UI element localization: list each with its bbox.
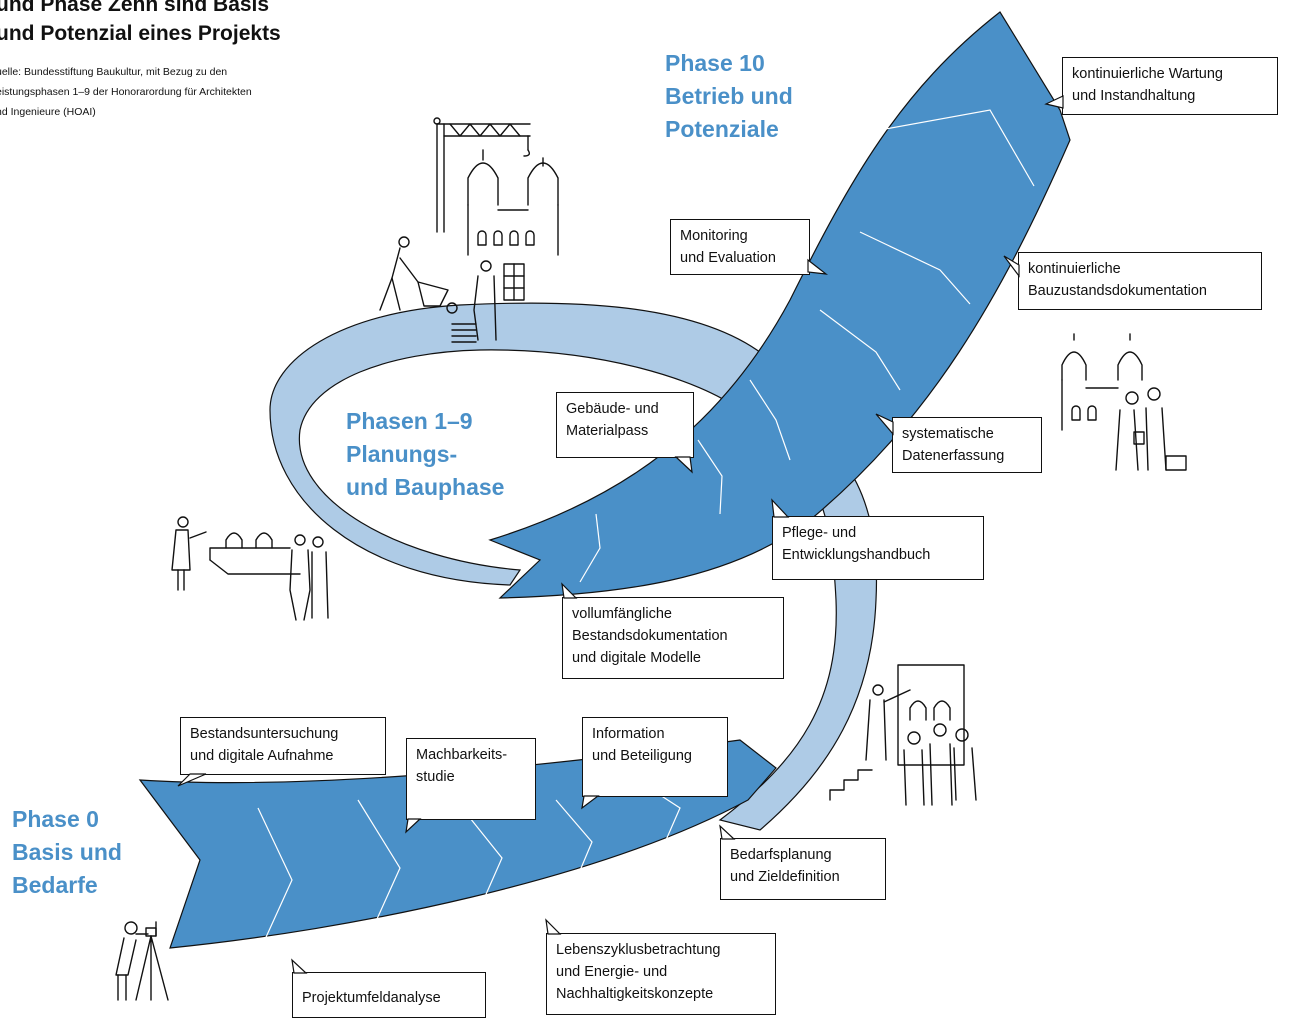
meeting-icon xyxy=(829,664,977,806)
box-wartung: kontinuierliche Wartung und Instandhaltu… xyxy=(1062,57,1278,115)
box-line: und Energie- und xyxy=(556,964,668,980)
tail-bedarf xyxy=(719,824,736,840)
bubble-tails xyxy=(177,95,1064,974)
phase1-9-line: und Bauphase xyxy=(346,474,505,500)
box-information: Information und Beteiligung xyxy=(582,717,728,797)
title-line: und Potenzial eines Projekts xyxy=(0,22,281,45)
chevrons-phase10 xyxy=(579,109,1035,583)
box-line: und digitale Modelle xyxy=(572,650,701,666)
box-line: Datenerfassung xyxy=(902,448,1005,464)
source-line: uelle: Bundesstiftung Baukultur, mit Bez… xyxy=(0,66,228,78)
box-line: Machbarkeits- xyxy=(416,747,508,763)
box-datenerfassung: systematische Datenerfassung xyxy=(892,417,1042,473)
tail-wartung xyxy=(1044,95,1064,109)
box-line: Nachhaltigkeitskonzepte xyxy=(556,986,714,1002)
tail-pflege xyxy=(771,498,790,518)
phase0-line: Bedarfe xyxy=(12,872,98,898)
box-bauzustand: kontinuierliche Bauzustandsdokumentation xyxy=(1018,252,1262,310)
phase10-line: Phase 10 xyxy=(665,50,765,76)
surveyor-icon xyxy=(115,921,169,1001)
tail-machbar xyxy=(405,818,422,834)
box-lebenszyklus: Lebenszyklusbetrachtung und Energie- und… xyxy=(546,933,776,1015)
box-line: und Zieldefinition xyxy=(730,869,840,885)
box-line: Gebäude- und xyxy=(566,401,659,417)
box-line: und Beteiligung xyxy=(592,748,692,764)
phase0-line: Phase 0 xyxy=(12,806,99,832)
box-line: vollumfängliche xyxy=(572,606,672,622)
box-projektumfeldanalyse: Projektumfeldanalyse xyxy=(292,972,486,1018)
box-line: Bestandsuntersuchung xyxy=(190,726,339,742)
phase0-label: Phase 0 Basis und Bedarfe xyxy=(12,803,122,902)
construction-site-icon xyxy=(379,117,559,343)
box-line: Pflege- und xyxy=(782,525,857,541)
box-bedarfsplanung: Bedarfsplanung und Zieldefinition xyxy=(720,838,886,900)
source-line: nd Ingenieure (HOAI) xyxy=(0,106,96,118)
box-line: und digitale Aufnahme xyxy=(190,748,334,764)
phase10-label: Phase 10 Betrieb und Potenziale xyxy=(665,47,793,146)
phase0-line: Basis und xyxy=(12,839,122,865)
box-vollumfaengliche: vollumfängliche Bestandsdokumentation un… xyxy=(562,597,784,679)
box-monitoring: Monitoring und Evaluation xyxy=(670,219,810,275)
tail-system xyxy=(875,413,894,436)
phase10-line: Potenziale xyxy=(665,116,779,142)
tail-bauzust xyxy=(1003,255,1020,278)
tail-bestand xyxy=(177,773,207,787)
box-line: systematische xyxy=(902,426,994,442)
box-line: Information xyxy=(592,726,665,742)
box-line: Bauzustandsdokumentation xyxy=(1028,283,1207,299)
box-line: und Evaluation xyxy=(680,250,776,266)
source-note: uelle: Bundesstiftung Baukultur, mit Bez… xyxy=(0,62,252,122)
box-line: kontinuierliche xyxy=(1028,261,1121,277)
box-line: Entwicklungshandbuch xyxy=(782,547,931,563)
tail-vollumf xyxy=(561,582,578,599)
box-line: studie xyxy=(416,769,455,785)
figure-title: und Phase Zehn sind Basis und Potenzial … xyxy=(0,0,281,48)
tail-projekt xyxy=(291,958,308,974)
light-loop-band xyxy=(269,302,771,586)
phase1-9-line: Planungs- xyxy=(346,441,458,467)
box-machbarkeitsstudie: Machbarkeits- studie xyxy=(406,738,536,820)
dark-band-phase10 xyxy=(488,11,1071,599)
box-line: Projektumfeldanalyse xyxy=(302,990,441,1006)
phase1-9-label: Phasen 1–9 Planungs- und Bauphase xyxy=(346,405,504,504)
chevrons-phase0 xyxy=(257,781,681,947)
box-line: Materialpass xyxy=(566,423,649,439)
box-gebaeudepass: Gebäude- und Materialpass xyxy=(556,392,694,458)
presentation-group-icon xyxy=(171,516,329,621)
phase10-line: Betrieb und xyxy=(665,83,793,109)
box-line: Monitoring xyxy=(680,228,748,244)
phase1-9-line: Phasen 1–9 xyxy=(346,408,473,434)
box-pflegehandbuch: Pflege- und Entwicklungshandbuch xyxy=(772,516,984,580)
box-line: kontinuierliche Wartung xyxy=(1072,66,1223,82)
box-line: Bestandsdokumentation xyxy=(572,628,728,644)
box-line: Bedarfsplanung xyxy=(730,847,832,863)
box-line: und Instandhaltung xyxy=(1072,88,1196,104)
tail-gebaeude xyxy=(674,456,693,474)
tail-lebens xyxy=(545,918,562,935)
title-line: und Phase Zehn sind Basis xyxy=(0,0,270,16)
source-line: eistungsphasen 1–9 der Honorarordung für… xyxy=(0,86,252,98)
box-line: Lebenszyklusbetrachtung xyxy=(556,942,721,958)
box-bestandsuntersuchung: Bestandsuntersuchung und digitale Aufnah… xyxy=(180,717,386,775)
church-visitors-icon xyxy=(1061,333,1187,471)
tail-info xyxy=(581,795,600,810)
tail-monitor xyxy=(807,258,829,275)
